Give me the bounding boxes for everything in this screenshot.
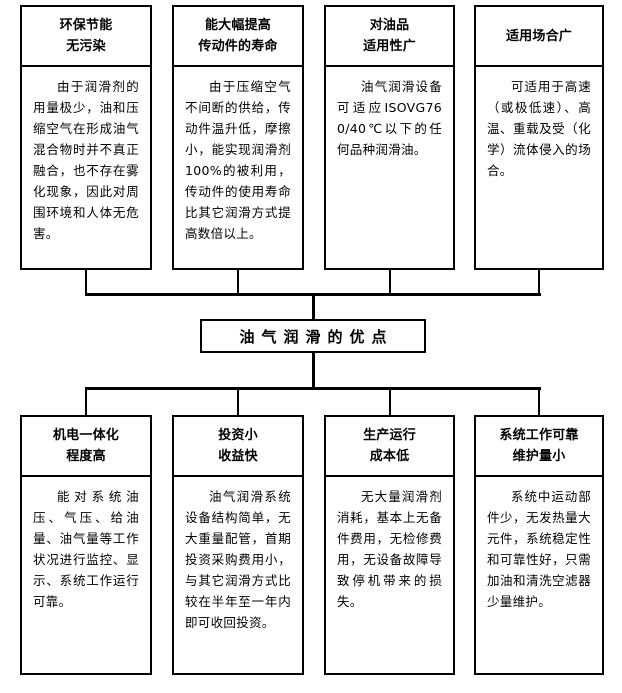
- node-top-3-body: 油气润滑设备可适应ISOVG760/40℃以下的任何品种润滑油。: [337, 79, 442, 157]
- center-title-label: 油气润滑的优点: [239, 327, 394, 346]
- node-bottom-2-heading: 投资小 收益快: [174, 417, 302, 477]
- node-bottom-1-body: 能对系统油压、气压、给油量、油气量等工作状况进行监控、显示、系统工作运行可靠。: [33, 489, 139, 609]
- connector-bottom-3: [389, 387, 391, 415]
- node-top-1-heading-line2: 无污染: [66, 39, 106, 54]
- node-top-2: 能大幅提高 传动件的寿命 由于压缩空气不间断的供给，传动件温升低，摩擦小，能实现…: [172, 5, 304, 270]
- node-bottom-1-heading: 机电一体化 程度高: [22, 417, 150, 477]
- node-top-2-heading: 能大幅提高 传动件的寿命: [174, 7, 302, 67]
- node-top-3-heading-line2: 适用性广: [363, 39, 416, 54]
- node-bottom-4-heading-line1: 系统工作可靠: [499, 428, 579, 443]
- node-top-2-heading-line1: 能大幅提高: [204, 18, 271, 33]
- connector-bottom-4: [538, 387, 540, 415]
- node-bottom-2-body: 油气润滑系统设备结构简单，无大重量配管，首期投资采购费用小，与其它润滑方式比较在…: [185, 489, 291, 630]
- node-bottom-4-body: 系统中运动部件少，无发热量大元件，系统稳定性和可靠性好，只需加油和清洗空滤器少量…: [487, 489, 591, 609]
- node-bottom-1-heading-line2: 程度高: [66, 449, 106, 464]
- connector-top-1: [85, 270, 87, 295]
- node-top-3-heading-line1: 对油品: [369, 18, 410, 33]
- node-bottom-3-body: 无大量润滑剂消耗，基本上无备件费用，无检修费用，无设备故障导致停机带来的损失。: [337, 489, 442, 609]
- node-bottom-3-heading-line2: 成本低: [369, 449, 410, 464]
- node-bottom-4: 系统工作可靠 维护量小 系统中运动部件少，无发热量大元件，系统稳定性和可靠性好，…: [474, 415, 604, 675]
- node-top-4-heading: 适用场合广: [476, 7, 602, 67]
- node-top-1-heading-line1: 环保节能: [59, 18, 113, 33]
- node-top-1-body: 由于润滑剂的用量极少，油和压缩空气在形成油气混合物时并不真正融合，也不存在雾化现…: [33, 79, 139, 241]
- node-top-1: 环保节能 无污染 由于润滑剂的用量极少，油和压缩空气在形成油气混合物时并不真正融…: [20, 5, 152, 270]
- node-top-1-heading: 环保节能 无污染: [22, 7, 150, 67]
- connector-top-3: [389, 270, 391, 295]
- node-top-2-heading-line2: 传动件的寿命: [198, 39, 278, 54]
- node-top-4: 适用场合广 可适用于高速（或极低速）、高温、重载及受（化学）流体侵入的场合。: [474, 5, 604, 270]
- node-top-3-heading: 对油品 适用性广: [326, 7, 453, 67]
- connector-bottom-2: [237, 387, 239, 415]
- node-bottom-1-heading-line1: 机电一体化: [52, 428, 119, 443]
- node-bottom-3-heading-line1: 生产运行: [363, 428, 416, 443]
- node-bottom-2: 投资小 收益快 油气润滑系统设备结构简单，无大重量配管，首期投资采购费用小，与其…: [172, 415, 304, 675]
- node-bottom-4-heading-line2: 维护量小: [512, 449, 566, 464]
- trunk-top: [312, 293, 315, 321]
- connector-top-2: [237, 270, 239, 295]
- center-title-box: 油气润滑的优点: [200, 319, 426, 353]
- node-bottom-4-heading: 系统工作可靠 维护量小: [476, 417, 602, 477]
- node-top-4-body: 可适用于高速（或极低速）、高温、重载及受（化学）流体侵入的场合。: [487, 79, 591, 178]
- connector-top-4: [538, 270, 540, 295]
- connector-bottom-1: [85, 387, 87, 415]
- node-top-2-body: 由于压缩空气不间断的供给，传动件温升低，摩擦小，能实现润滑剂100%的被利用，传…: [185, 79, 291, 241]
- node-top-4-heading-line1: 适用场合广: [505, 28, 572, 44]
- node-bottom-2-heading-line2: 收益快: [218, 449, 258, 464]
- node-bottom-2-heading-line1: 投资小: [218, 428, 258, 443]
- bus-bottom: [85, 387, 541, 390]
- node-top-3: 对油品 适用性广 油气润滑设备可适应ISOVG760/40℃以下的任何品种润滑油…: [324, 5, 455, 270]
- node-bottom-3: 生产运行 成本低 无大量润滑剂消耗，基本上无备件费用，无检修费用，无设备故障导致…: [324, 415, 455, 675]
- node-bottom-3-heading: 生产运行 成本低: [326, 417, 453, 477]
- trunk-bottom: [312, 352, 315, 389]
- node-bottom-1: 机电一体化 程度高 能对系统油压、气压、给油量、油气量等工作状况进行监控、显示、…: [20, 415, 152, 675]
